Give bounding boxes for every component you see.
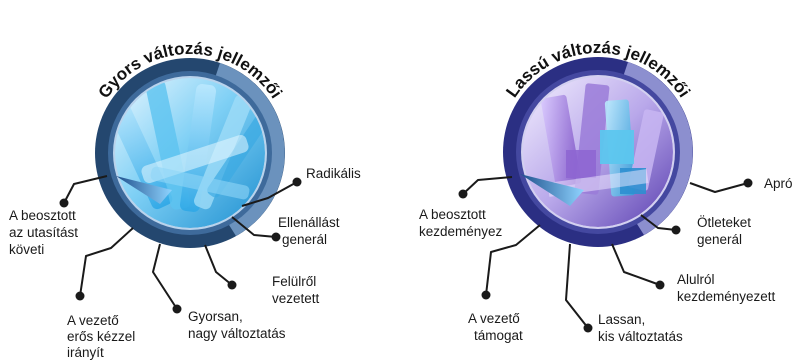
- dot-vezeto-r: [482, 291, 491, 300]
- dot-alulrol: [656, 281, 665, 290]
- dot-beosztott: [60, 199, 69, 208]
- label-vezeto-r-line1: A vezető: [468, 311, 520, 326]
- dot-ellenallast: [272, 233, 281, 242]
- label-vezeto-line2: erős kézzel: [67, 329, 135, 344]
- dot-felulrol: [228, 281, 237, 290]
- label-vezeto-line1: A vezető: [67, 313, 119, 328]
- label-lassan-line2: kis változtatás: [598, 329, 683, 344]
- leader-vezeto: [80, 228, 133, 296]
- dot-apro: [744, 179, 753, 188]
- leader-gyorsan: [153, 244, 177, 309]
- dot-vezeto: [76, 292, 85, 301]
- label-alulrol-line2: kezdeményezett: [677, 289, 776, 304]
- label-vezeto-r-line2: támogat: [474, 328, 523, 343]
- label-felulrol-line1: Felülről: [272, 274, 316, 289]
- dot-lassan: [584, 324, 593, 333]
- label-otleteket-line1: Ötleteket: [697, 215, 751, 230]
- label-lassan-line1: Lassan,: [598, 312, 645, 327]
- leader-alulrol: [612, 244, 660, 285]
- label-beosztott-r-line2: kezdeményez: [419, 224, 503, 239]
- leader-apro: [690, 183, 748, 192]
- label-beosztott-line3: követi: [9, 242, 44, 257]
- dot-otleteket: [672, 226, 681, 235]
- leader-lassan: [566, 244, 588, 328]
- right-core-image: [523, 77, 673, 227]
- label-gyorsan-line2: nagy változtatás: [188, 326, 286, 341]
- label-beosztott-r-line1: A beosztott: [419, 207, 486, 222]
- left-panel: Gyors változás jellemzői Radikális Ellen…: [9, 39, 361, 360]
- label-gyorsan-line1: Gyorsan,: [188, 309, 243, 324]
- label-ellenallast-line1: Ellenállást: [278, 215, 340, 230]
- leader-felulrol: [205, 245, 232, 285]
- label-vezeto-line3: irányít: [67, 345, 104, 360]
- label-felulrol-line2: vezetett: [272, 291, 320, 306]
- label-beosztott-line2: az utasítást: [9, 225, 78, 240]
- label-alulrol-line1: Alulról: [677, 272, 715, 287]
- dot-radikalis: [293, 178, 302, 187]
- label-ellenallast-line2: generál: [282, 232, 327, 247]
- dot-beosztott-r: [459, 190, 468, 199]
- leader-beosztott-r: [463, 177, 512, 194]
- label-otleteket-line2: generál: [697, 232, 742, 247]
- label-radikalis: Radikális: [306, 166, 361, 181]
- dot-gyorsan: [173, 305, 182, 314]
- right-panel: Lassú változás jellemzői Apró Ötleteket …: [419, 38, 793, 344]
- label-beosztott-line1: A beosztott: [9, 208, 76, 223]
- label-apro: Apró: [764, 176, 793, 191]
